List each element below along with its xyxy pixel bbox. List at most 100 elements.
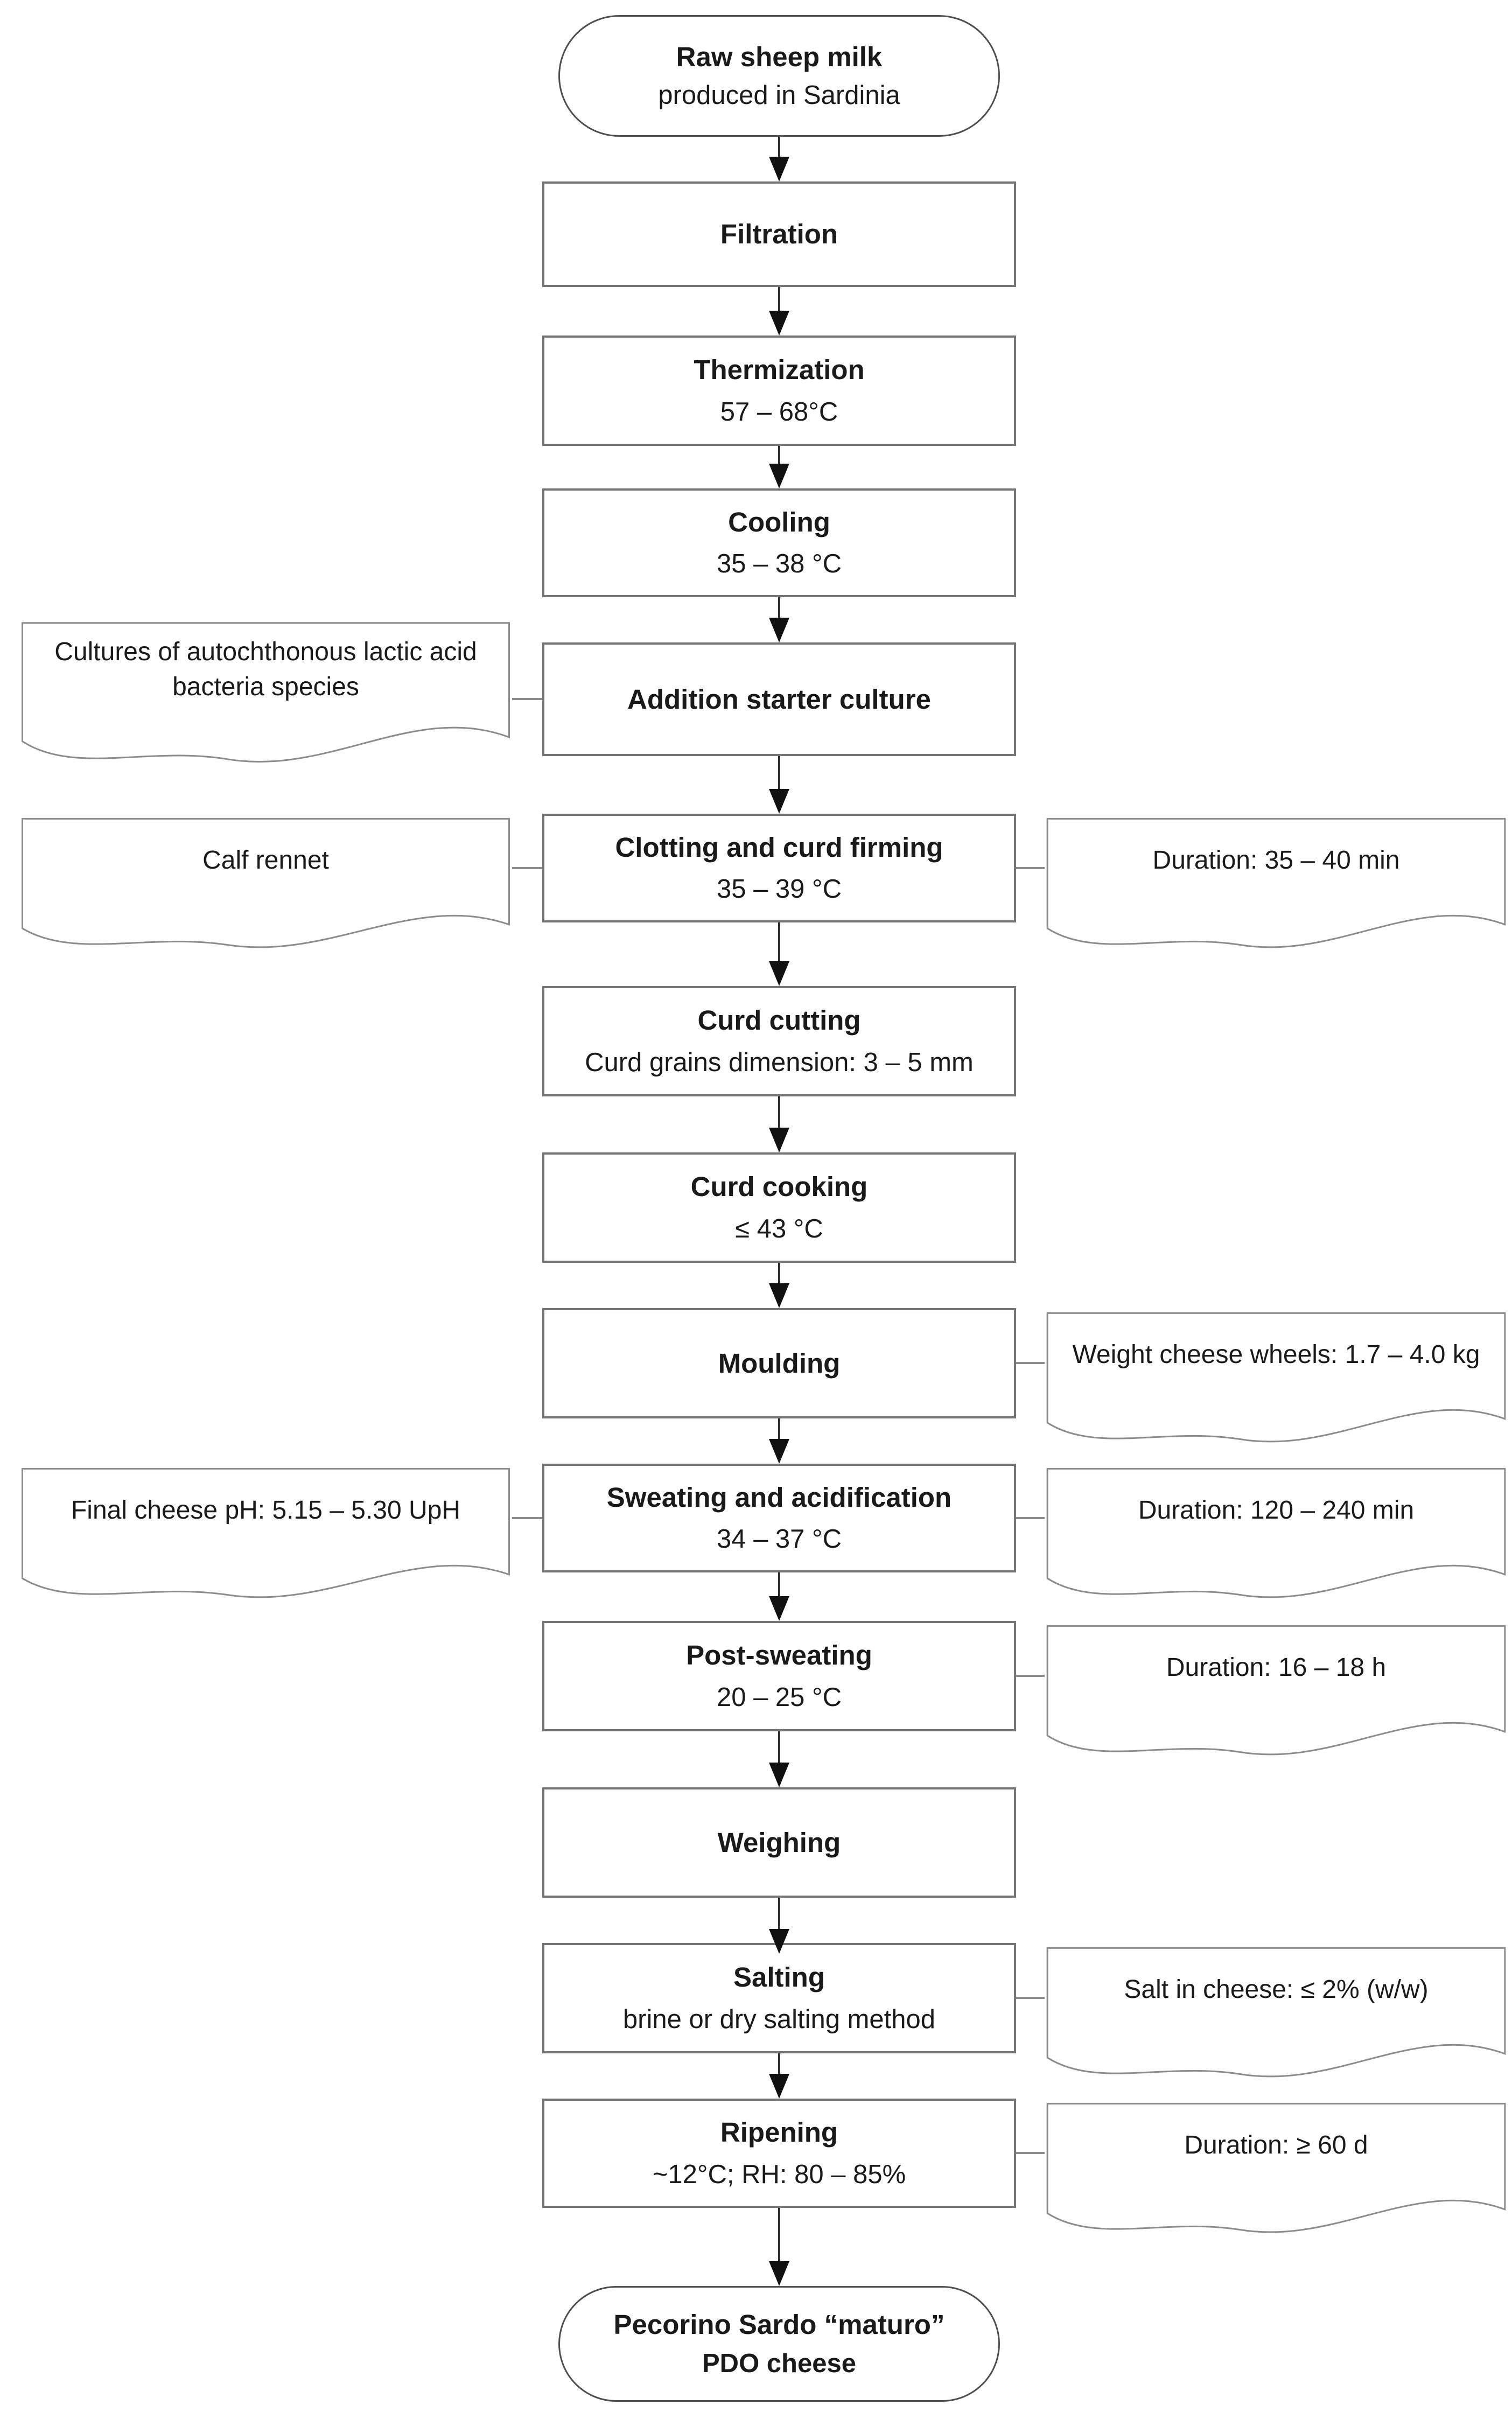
connector-line [512,698,542,700]
down-arrow [765,1418,794,1464]
connector-line [1016,1362,1045,1364]
arrow-head-icon [769,1128,789,1152]
node-title: Salting [733,1962,825,1992]
document-shape [1045,1623,1508,1758]
node-subtitle: 35 – 39 °C [716,875,842,904]
node-subtitle: PDO cheese [702,2348,856,2378]
node-title: Filtration [720,219,838,250]
node-subtitle: 34 – 37 °C [716,1525,842,1554]
annotation-text: Duration: 16 – 18 h [1166,1653,1387,1682]
arrow-shaft [778,1898,780,1931]
document-shape [19,1466,512,1600]
arrow-head-icon [769,2261,789,2286]
node-title: Moulding [718,1347,841,1379]
down-arrow [765,922,794,986]
node-ripening: Ripening ~12°C; RH: 80 – 85% [542,2099,1016,2208]
arrow-head-icon [769,157,789,181]
annotation-salt-content: Salt in cheese: ≤ 2% (w/w) [1045,1945,1508,2080]
down-arrow [765,1898,794,1954]
node-title: Clotting and curd firming [615,831,943,863]
node-title: Post-sweating [686,1640,872,1670]
down-arrow [765,597,794,642]
arrow-shaft [778,1731,780,1765]
annotation-final-cheese-ph: Final cheese pH: 5.15 – 5.30 UpH [19,1466,512,1600]
down-arrow [765,287,794,335]
node-cooling: Cooling 35 – 38 °C [542,488,1016,597]
connector-line [1016,2152,1045,2154]
connector-line [1016,867,1045,869]
node-post-sweating: Post-sweating 20 – 25 °C [542,1621,1016,1731]
arrow-shaft [778,756,780,791]
node-pecorino-sardo-pdo-cheese: Pecorino Sardo “maturo” PDO cheese [558,2286,1000,2402]
node-weighing: Weighing [542,1787,1016,1898]
annotation-post-sweating-duration: Duration: 16 – 18 h [1045,1623,1508,1758]
annotation-ripening-duration: Duration: ≥ 60 d [1045,2101,1508,2235]
arrow-head-icon [769,789,789,814]
annotation-clotting-duration: Duration: 35 – 40 min [1045,816,1508,950]
connector-line [1016,1997,1045,1999]
arrow-shaft [778,2053,780,2076]
arrow-head-icon [769,961,789,986]
node-curd-cooking: Curd cooking ≤ 43 °C [542,1152,1016,1263]
arrow-head-icon [769,1439,789,1464]
arrow-shaft [778,1263,780,1285]
down-arrow [765,2053,794,2099]
document-shape [1045,2101,1508,2235]
down-arrow [765,137,794,181]
arrow-head-icon [769,311,789,335]
node-curd-cutting: Curd cutting Curd grains dimension: 3 – … [542,986,1016,1096]
arrow-shaft [778,922,780,963]
node-title: Curd cutting [697,1005,861,1036]
annotation-text: Cultures of autochthonous lactic acid ba… [54,638,477,701]
node-title: Thermization [694,354,865,385]
annotation-text: Duration: 35 – 40 min [1152,845,1400,875]
annotation-calf-rennet: Calf rennet [19,816,512,950]
node-subtitle: produced in Sardinia [658,81,900,110]
annotation-text: Calf rennet [202,845,329,875]
node-subtitle: ~12°C; RH: 80 – 85% [652,2159,906,2189]
annotation-sweating-duration: Duration: 120 – 240 min [1045,1466,1508,1600]
annotation-text: Weight cheese wheels: 1.7 – 4.0 kg [1072,1340,1480,1369]
node-thermization: Thermization 57 – 68°C [542,335,1016,446]
arrow-shaft [778,1572,780,1598]
arrow-head-icon [769,2074,789,2099]
down-arrow [765,756,794,814]
arrow-head-icon [769,1596,789,1621]
connector-line [512,1517,542,1519]
connector-line [1016,1517,1045,1519]
down-arrow [765,1572,794,1621]
node-subtitle: brine or dry salting method [622,2004,936,2034]
document-shape [1045,1310,1508,1445]
node-title: Sweating and acidification [606,1481,952,1513]
arrow-shaft [778,1096,780,1130]
connector-line [512,867,542,869]
node-raw-sheep-milk: Raw sheep milk produced in Sardinia [558,15,1000,137]
document-shape [1045,816,1508,950]
down-arrow [765,1731,794,1787]
arrow-shaft [778,287,780,313]
annotation-text: Duration: ≥ 60 d [1184,2130,1368,2159]
node-filtration: Filtration [542,181,1016,287]
node-clotting-curd-firming: Clotting and curd firming 35 – 39 °C [542,814,1016,922]
node-moulding: Moulding [542,1308,1016,1418]
node-subtitle: Curd grains dimension: 3 – 5 mm [585,1047,974,1077]
node-title: Raw sheep milk [676,41,883,72]
node-addition-starter-culture: Addition starter culture [542,642,1016,756]
node-subtitle: 57 – 68°C [720,397,838,427]
document-shape [19,816,512,950]
node-title: Ripening [720,2117,838,2148]
node-title: Weighing [717,1827,841,1858]
arrow-shaft [778,137,780,159]
down-arrow [765,446,794,488]
arrow-head-icon [769,1283,789,1308]
document-shape [1045,1466,1508,1600]
down-arrow [765,1096,794,1152]
arrow-shaft [778,2208,780,2263]
annotation-text: Duration: 120 – 240 min [1138,1495,1415,1525]
down-arrow [765,1263,794,1308]
annotation-text: Salt in cheese: ≤ 2% (w/w) [1124,1975,1429,2004]
node-subtitle: ≤ 43 °C [735,1214,823,1243]
arrow-head-icon [769,1763,789,1787]
node-title: Pecorino Sardo “maturo” [613,2309,945,2340]
